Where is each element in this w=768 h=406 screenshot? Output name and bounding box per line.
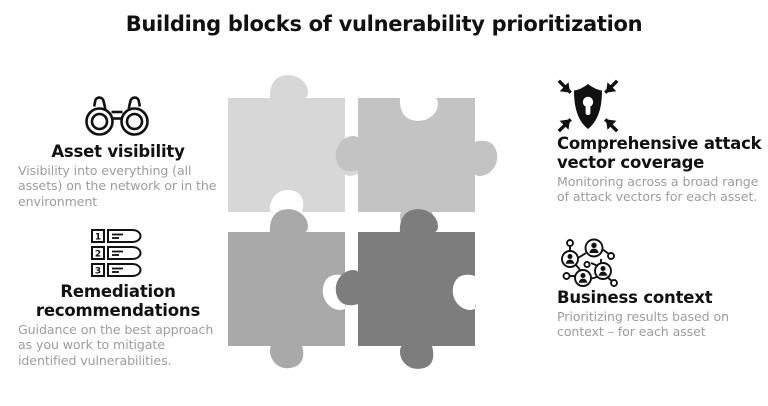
icon-wrapper xyxy=(557,238,768,288)
block-business-context: Business context Prioritizing results ba… xyxy=(557,238,768,340)
people-network-icon xyxy=(561,238,618,287)
block-heading: Business context xyxy=(557,288,713,307)
svg-text:2: 2 xyxy=(95,250,101,260)
icon-wrapper xyxy=(557,78,768,134)
icon-wrapper xyxy=(0,96,218,142)
block-heading: Comprehensive attack vector coverage xyxy=(557,134,762,172)
puzzle-piece-bottom-right xyxy=(335,209,476,369)
svg-text:3: 3 xyxy=(95,267,101,277)
block-body: Monitoring across a broad range of attac… xyxy=(557,174,759,205)
icon-wrapper: 1 2 3 xyxy=(0,228,218,282)
svg-text:1: 1 xyxy=(95,233,101,243)
block-attack-vector: Comprehensive attack vector coverage Mon… xyxy=(557,78,768,205)
page-title: Building blocks of vulnerability priorit… xyxy=(125,12,643,36)
block-body: Prioritizing results based on context – … xyxy=(557,309,729,340)
puzzle-piece-top-right xyxy=(335,97,498,235)
block-heading: Asset visibility xyxy=(51,142,185,161)
binoculars-icon xyxy=(85,96,149,136)
shield-lock-arrows-icon xyxy=(557,79,619,133)
puzzle-piece-bottom-left xyxy=(228,209,346,369)
block-heading: Remediation recommendations xyxy=(35,282,201,320)
block-body: Guidance on the best approach as you wor… xyxy=(18,322,214,368)
block-body: Visibility into everything (all assets) … xyxy=(18,163,217,209)
block-asset-visibility: Asset visibility Visibility into everyth… xyxy=(0,96,218,209)
puzzle-graphic xyxy=(218,58,538,403)
numbered-list-icon: 1 2 3 xyxy=(91,229,142,277)
block-remediation: 1 2 3 Remediation recommendations Guidan… xyxy=(0,228,218,368)
puzzle-piece-top-left xyxy=(228,75,368,213)
